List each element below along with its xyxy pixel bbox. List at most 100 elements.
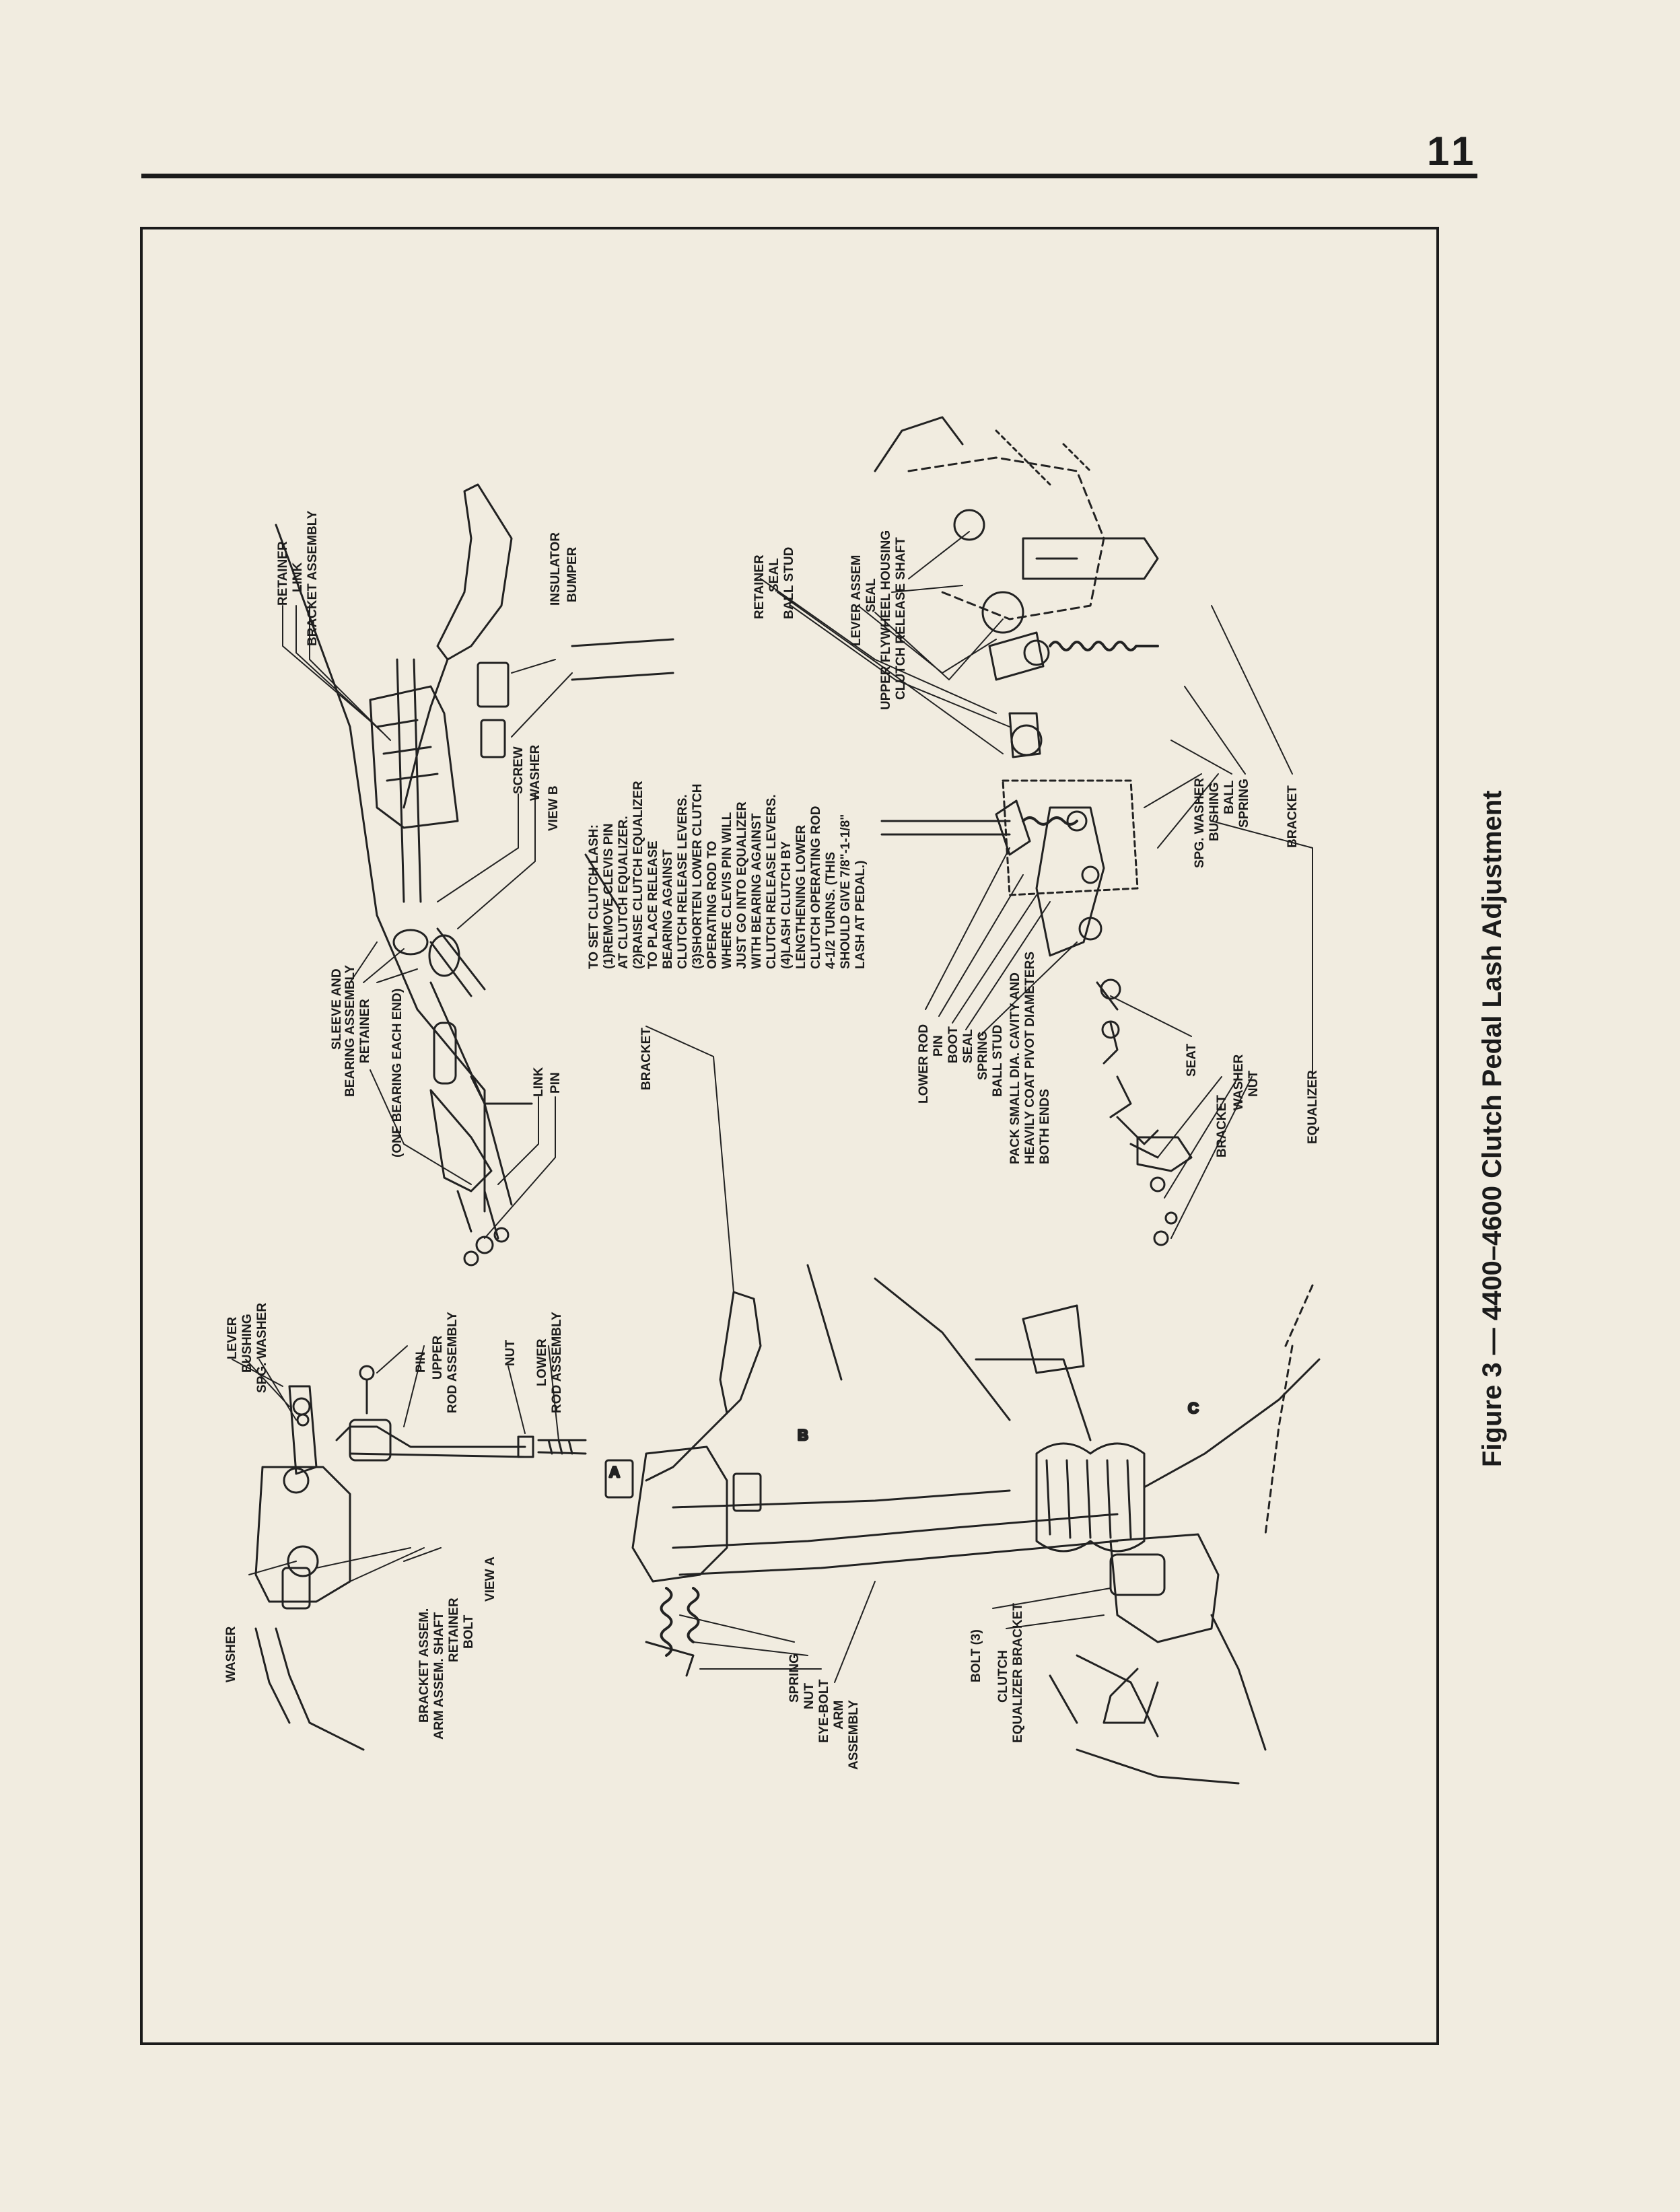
label-spring-main: SPRING (788, 1653, 802, 1703)
label-bracket-main: BRACKET (639, 1028, 654, 1090)
label-spg-washer-r: SPG. WASHER (1193, 777, 1207, 868)
label-upper: UPPER (431, 1335, 445, 1380)
label-bearing-assembly: BEARING ASSEMBLY (343, 964, 357, 1097)
right-seal (953, 509, 985, 541)
label-pack-note: PACK SMALL DIA. CAVITY AND HEAVILY COAT … (1008, 951, 1052, 1164)
view-b-bumper (480, 719, 506, 758)
label-bracket-assembly: BRACKET ASSEMBLY (306, 510, 320, 646)
label-washer-b: WASHER (528, 744, 542, 801)
label-pin-a: PIN (414, 1351, 428, 1373)
label-retainer-2: RETAINER (358, 999, 372, 1063)
label-washer-r: WASHER (1232, 1054, 1246, 1110)
right-ball-stud (1008, 712, 1041, 758)
view-b-link-pin (433, 1022, 457, 1085)
label-bracket-assem: BRACKET ASSEM. (417, 1608, 431, 1723)
view-a-lever (288, 1385, 318, 1475)
main-pedal-arm (645, 1412, 728, 1482)
right-exploded-drawing (874, 416, 1193, 1246)
label-upper-flywheel-housing: UPPER FLYWHEEL HOUSING (879, 530, 893, 710)
main-assembly-drawing (604, 1264, 1321, 1785)
label-bolt-3: BOLT (3) (969, 1629, 983, 1682)
main-pedal-pad (719, 1291, 762, 1415)
figure-frame (140, 227, 1439, 2045)
label-seat: SEAT (1185, 1043, 1199, 1077)
right-bracket-2 (1136, 1136, 1193, 1172)
label-spring-r: SPRING (1237, 779, 1251, 828)
right-lower-rod (880, 820, 1011, 836)
view-b-pedal (436, 483, 513, 661)
view-a-bracket (254, 1466, 351, 1603)
main-arm-assembly (672, 1513, 1119, 1576)
label-pin-r: PIN (932, 1035, 946, 1057)
view-a-pin (359, 1365, 375, 1381)
label-pin-b: PIN (549, 1072, 563, 1094)
label-nut-r: NUT (1247, 1070, 1261, 1097)
label-one-bearing: (ONE BEARING EACH END) (390, 988, 405, 1157)
view-b-bracket (369, 685, 459, 829)
label-assembly: ASSEMBLY (847, 1700, 861, 1770)
right-equalizer (1035, 806, 1105, 957)
label-rod-assembly: ROD ASSEMBLY (446, 1312, 460, 1413)
label-equalizer: EQUALIZER (1306, 1070, 1320, 1144)
label-screw: SCREW (512, 746, 526, 794)
view-a-washer (287, 1545, 319, 1577)
label-nut-a: NUT (503, 1339, 518, 1366)
label-clutch-release-shaft: CLUTCH RELEASE SHAFT (894, 537, 908, 700)
label-eye-bolt: EYE-BOLT (817, 1679, 831, 1743)
label-boot: BOOT (946, 1026, 960, 1063)
label-ball-stud-r2: BALL STUD (991, 1024, 1005, 1097)
view-b-insulator (477, 662, 510, 708)
label-seal-r: SEAL (767, 558, 781, 592)
point-letter-b: B (798, 1427, 808, 1443)
label-bumper: BUMPER (565, 546, 580, 602)
label-spring-r2: SPRING (976, 1031, 990, 1080)
label-sleeve-and: SLEEVE AND (330, 968, 344, 1050)
main-boot (1035, 1442, 1146, 1553)
view-b-shaft (396, 658, 422, 903)
label-retainer: RETAINER (276, 541, 290, 606)
label-retainer-r: RETAINER (753, 555, 767, 619)
label-link: LINK (291, 562, 305, 592)
label-seal-r3: SEAL (961, 1029, 975, 1063)
right-seal-2 (981, 591, 1024, 634)
label-lower: LOWER (535, 1339, 549, 1386)
right-spring (1049, 641, 1159, 651)
label-lever-assem: LEVER ASSEM (849, 555, 864, 647)
header-rule (141, 174, 1477, 178)
label-ball-stud-r: BALL STUD (782, 546, 796, 619)
right-washer (1101, 1020, 1120, 1039)
label-seal-r2: SEAL (864, 578, 878, 612)
label-clutch: CLUTCH (996, 1649, 1010, 1703)
leader-lines (232, 531, 1313, 1683)
point-letter-c: C (1188, 1400, 1199, 1417)
view-a-upper-rod (335, 1425, 526, 1458)
label-bracket-r2: BRACKET (1215, 1095, 1229, 1157)
main-bracket (631, 1446, 728, 1583)
view-b-pedal-arm (403, 658, 449, 809)
clutch-lash-instructions: TO SET CLUTCH LASH: (1)REMOVE CLEVIS PIN… (587, 781, 868, 969)
label-spg-washer: SPG. WASHER (255, 1302, 269, 1393)
page-number: 11 (1427, 129, 1478, 174)
right-release-shaft (988, 631, 1045, 681)
view-b-sleeve (392, 929, 429, 956)
figure-caption: Figure 3 — 4400–4600 Clutch Pedal Lash A… (1477, 790, 1507, 1467)
label-washer-a: WASHER (224, 1626, 238, 1682)
label-ball-r: BALL (1222, 780, 1236, 814)
label-view-b: VIEW B (547, 785, 561, 831)
label-bushing-r: BUSHING (1208, 782, 1222, 841)
right-lever-assem (1022, 537, 1159, 580)
label-bracket-r: BRACKET (1286, 785, 1300, 848)
label-view-a: VIEW A (483, 1557, 497, 1602)
main-equalizer-bracket (1109, 1533, 1220, 1643)
label-retainer-a: RETAINER (447, 1598, 461, 1662)
main-rod (1143, 1358, 1321, 1489)
label-bushing: BUSHING (240, 1314, 254, 1373)
label-nut-main: NUT (802, 1682, 816, 1709)
label-arm: ARM (832, 1700, 846, 1729)
label-equalizer-bracket: EQUALIZER BRACKET (1011, 1603, 1025, 1743)
label-insulator: INSULATOR (549, 532, 563, 606)
view-a-drawing (254, 1365, 587, 1751)
label-bolt-a: BOLT (462, 1614, 476, 1649)
main-spring (660, 1587, 673, 1657)
